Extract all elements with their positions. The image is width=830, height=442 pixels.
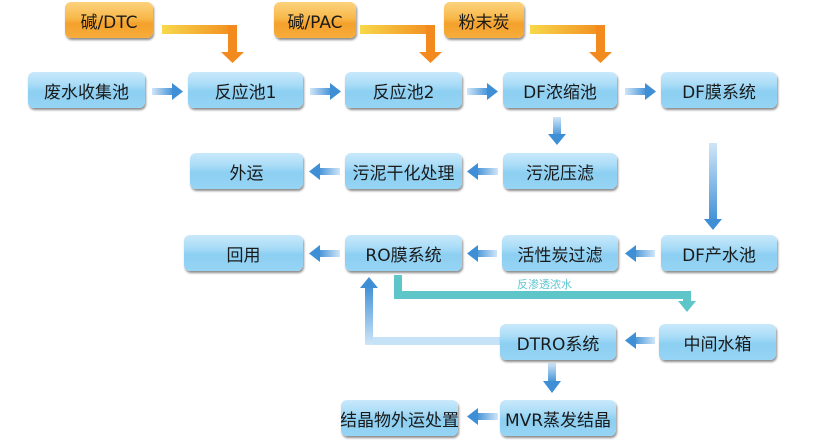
node-ac-filter: 活性炭过滤: [502, 235, 618, 271]
additive-arrow-carbon: [530, 25, 612, 63]
arrow-mvr-to-crystalout: [467, 408, 498, 425]
node-label: 中间水箱: [683, 334, 752, 355]
node-ro: RO膜系统: [345, 235, 462, 271]
node-reuse: 回用: [184, 235, 303, 271]
node-collect: 废水收集池: [28, 72, 145, 108]
arrow-react2-to-dfconc: [467, 83, 498, 100]
node-label: DF浓缩池: [523, 82, 597, 103]
additive-box-dtc: 碱/DTC: [65, 2, 153, 38]
node-label: 活性炭过滤: [517, 245, 603, 266]
node-label: 外运: [229, 163, 264, 184]
node-df-mem: DF膜系统: [661, 72, 777, 108]
arrow-dfproduct-to-acfilter: [625, 245, 655, 262]
additive-box-pac: 碱/PAC: [274, 2, 356, 38]
ro-concentrate-label: 反渗透浓水: [517, 276, 572, 292]
arrow-sludgepress-to-sludgedry: [467, 163, 498, 180]
node-mvr: MVR蒸发结晶: [500, 400, 616, 436]
node-label: RO膜系统: [365, 245, 442, 266]
arrow-dfconc-to-sludgepress: [548, 117, 566, 145]
node-label: 反应池2: [372, 82, 435, 103]
node-react1: 反应池1: [188, 72, 303, 108]
node-label: MVR蒸发结晶: [504, 410, 612, 431]
node-mid-tank: 中间水箱: [659, 324, 776, 360]
arrow-midtank-to-dtro: [625, 332, 655, 349]
arrow-dfmem-to-dfproduct: [704, 143, 722, 230]
node-sludge-press: 污泥压滤: [503, 153, 617, 189]
node-label: 污泥压滤: [526, 163, 594, 184]
edge-label: 反渗透浓水: [517, 278, 572, 291]
node-df-conc: DF浓缩池: [503, 72, 617, 108]
arrow-acfilter-to-ro: [467, 245, 497, 262]
node-label: DF膜系统: [682, 82, 756, 103]
node-react2: 反应池2: [345, 72, 462, 108]
arrow-collect-to-react1: [152, 83, 183, 100]
additive-label: 粉末炭: [458, 12, 510, 33]
arrow-dfconc-to-dfmem: [625, 83, 656, 100]
arrow-ro-to-reuse: [309, 245, 340, 262]
additive-box-carbon: 粉末炭: [444, 2, 524, 38]
node-label: DTRO系统: [516, 334, 600, 355]
arrow-dtro-to-mvr: [543, 363, 561, 393]
node-sludge-dry: 污泥干化处理: [345, 153, 462, 189]
node-dtro: DTRO系统: [500, 324, 616, 360]
node-label: 反应池1: [214, 82, 277, 103]
additive-label: 碱/PAC: [287, 12, 343, 33]
additive-label: 碱/DTC: [80, 12, 138, 33]
node-label: 废水收集池: [44, 82, 129, 103]
node-outbound: 外运: [190, 153, 303, 189]
node-label: 回用: [226, 245, 261, 266]
node-label: 污泥干化处理: [352, 163, 455, 184]
node-label: DF产水池: [682, 245, 756, 266]
node-crystal-out: 结晶物外运处置: [341, 400, 458, 436]
arrow-dtro-to-ro: [360, 277, 505, 345]
additive-arrow-dtc: [162, 25, 244, 63]
arrow-sludgedry-to-outbound: [309, 163, 340, 180]
node-label: 结晶物外运处置: [341, 410, 458, 431]
arrow-react1-to-react2: [310, 83, 341, 100]
additive-arrow-pac: [360, 25, 442, 63]
arrow-ro-concentrate-to-midtank: [394, 275, 696, 312]
node-df-product: DF产水池: [661, 235, 777, 271]
